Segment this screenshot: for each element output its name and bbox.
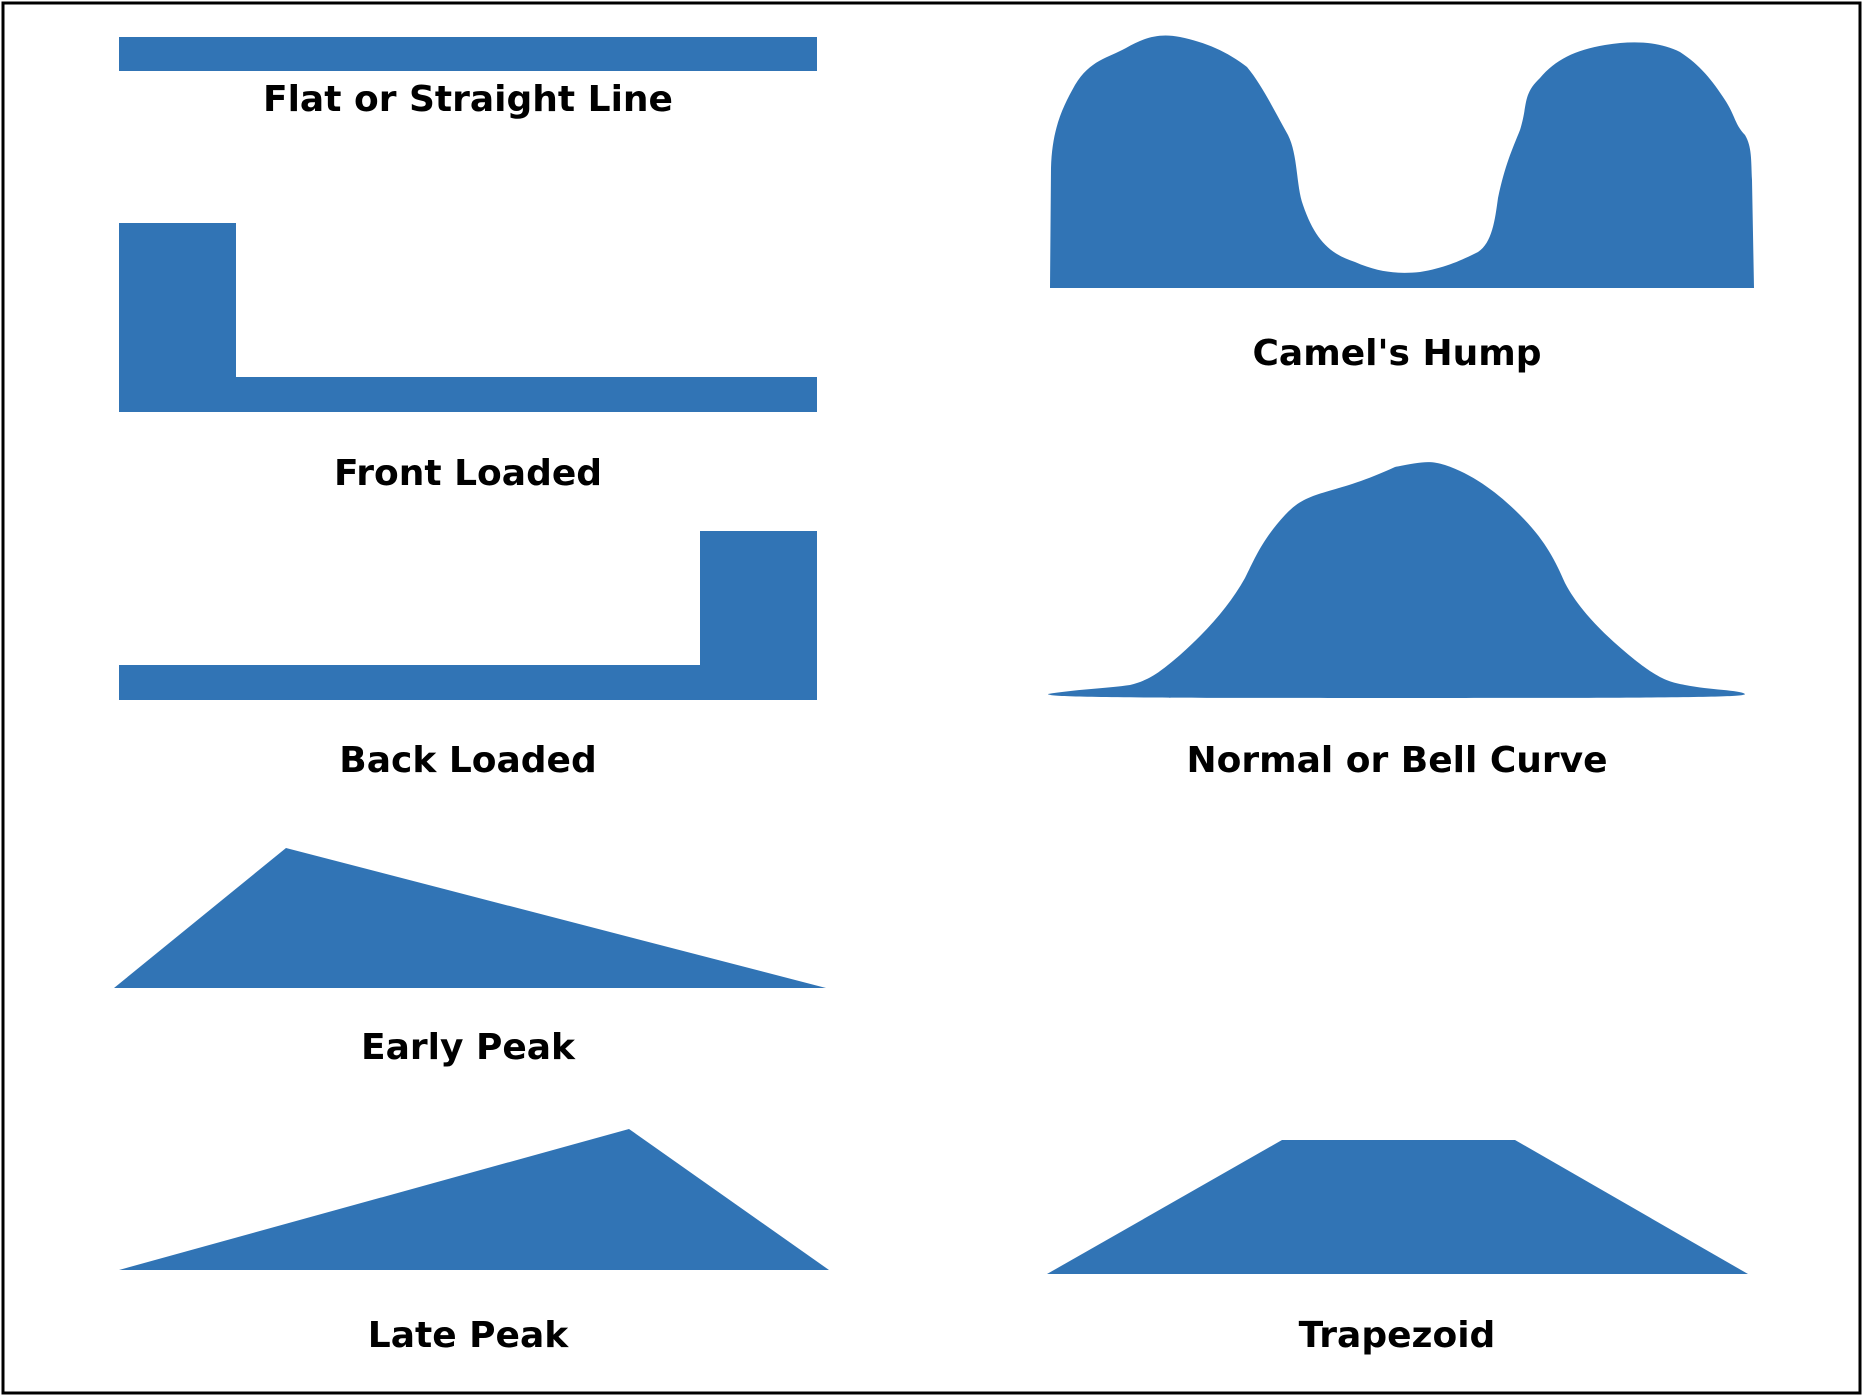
front-loaded-shape [119,223,817,412]
trapezoid-label: Trapezoid [1298,1315,1496,1356]
early-peak-label: Early Peak [360,1027,575,1068]
early-peak-shape [114,848,826,988]
camels-hump-shape [1050,35,1754,289]
trapezoid-shape [1047,1140,1748,1274]
late-peak-label: Late Peak [367,1315,569,1356]
bell-curve-label: Normal or Bell Curve [1186,740,1608,781]
late-peak-shape [119,1129,829,1270]
front-loaded-label: Front Loaded [333,453,603,494]
bell-curve-shape [1048,462,1745,698]
flat-label: Flat or Straight Line [263,79,673,120]
camels-hump-label: Camel's Hump [1252,333,1542,374]
back-loaded-label: Back Loaded [339,740,597,781]
back-loaded-shape [119,531,817,700]
flat-shape [119,37,817,71]
